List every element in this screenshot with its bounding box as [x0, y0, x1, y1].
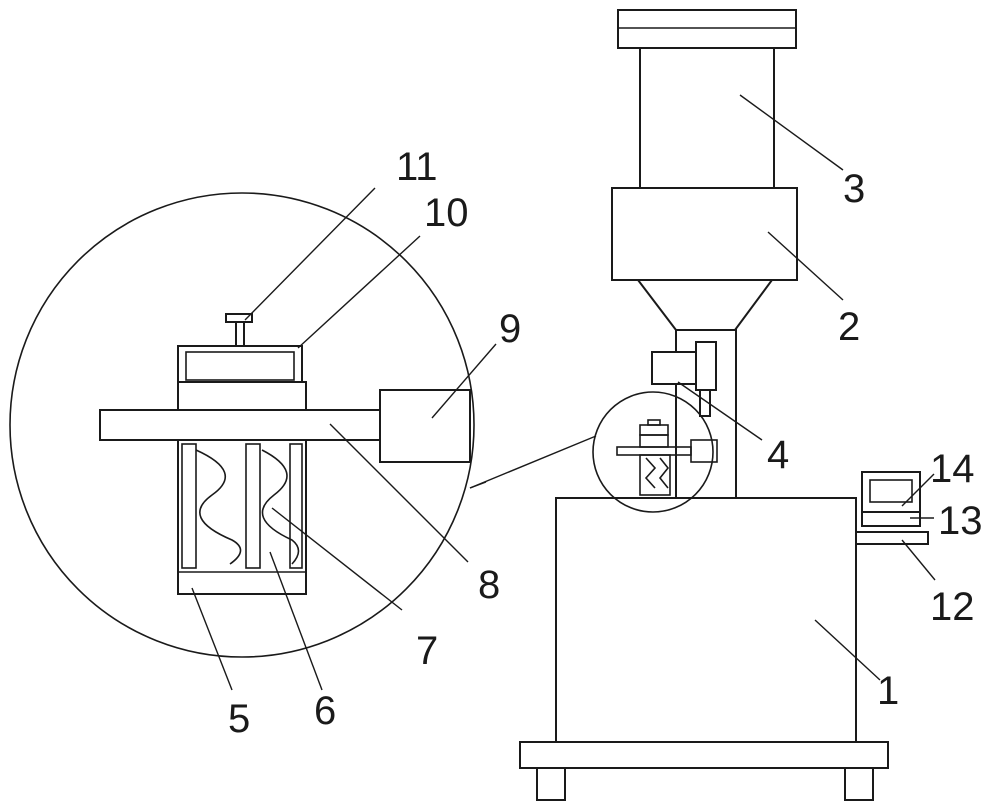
label-11: 11 — [396, 145, 438, 189]
detail-arrow — [469, 435, 597, 489]
label-6: 6 — [314, 689, 336, 733]
label-10: 10 — [424, 191, 469, 235]
slot-3 — [289, 443, 303, 569]
label-12: 12 — [930, 585, 975, 629]
lid-base — [177, 381, 307, 411]
handle-knob — [225, 313, 253, 323]
label-7: 7 — [416, 629, 438, 673]
slot-1 — [181, 443, 197, 569]
mini-assembly — [616, 419, 718, 496]
cylinder — [639, 47, 775, 189]
housing — [611, 187, 798, 281]
panel-base — [861, 511, 921, 527]
spring-left — [195, 449, 242, 565]
nozzle-tip — [699, 389, 711, 417]
spring-right — [261, 449, 300, 565]
panel-body — [861, 471, 921, 513]
label-13: 13 — [938, 499, 983, 543]
control-panel — [855, 471, 929, 545]
nozzle — [695, 341, 717, 391]
label-1: 1 — [877, 669, 899, 713]
machine-body — [555, 497, 857, 743]
panel-shelf — [855, 531, 929, 545]
lid-inner — [185, 351, 295, 381]
leader-lines — [191, 94, 936, 691]
foot-right — [844, 767, 874, 801]
slot-2 — [245, 443, 261, 569]
label-9: 9 — [499, 307, 521, 351]
detail-view — [9, 192, 597, 658]
motor-box — [379, 389, 471, 463]
label-4: 4 — [767, 433, 789, 477]
label-3: 3 — [843, 167, 865, 211]
label-5: 5 — [228, 697, 250, 741]
hopper-funnel — [635, 279, 774, 331]
part-labels: 1 2 3 4 5 6 7 8 9 10 11 12 13 14 — [228, 145, 983, 741]
label-14: 14 — [930, 447, 975, 491]
foot-left — [536, 767, 566, 801]
base-plate — [519, 741, 889, 769]
label-2: 2 — [838, 305, 860, 349]
main-machine — [519, 9, 929, 801]
detail-circle-small — [592, 391, 714, 513]
cylinder-cap — [617, 9, 797, 49]
label-8: 8 — [478, 563, 500, 607]
handle-stem — [235, 321, 245, 347]
nozzle-motor — [651, 351, 697, 385]
detail-circle-large — [9, 192, 475, 658]
panel-screen — [869, 479, 913, 503]
container — [177, 439, 307, 595]
arm-bar — [99, 409, 381, 441]
